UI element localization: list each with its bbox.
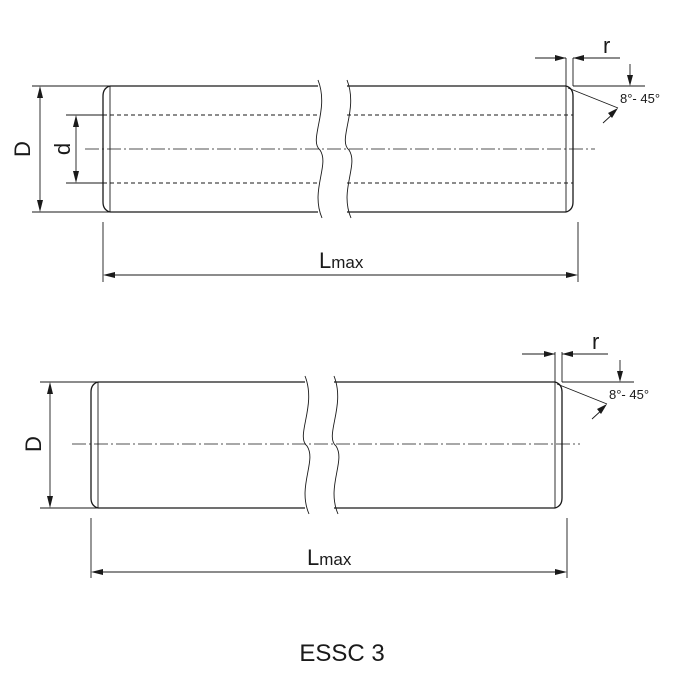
inner-diameter-label: d [50, 143, 75, 155]
inner-diameter-dimension: d [50, 114, 103, 184]
radius-dimension: r [535, 33, 620, 86]
solid-angle-label: 8°- 45° [609, 387, 649, 402]
solid-length-dimension: Lmax [90, 518, 568, 578]
solid-pin-drawing: D Lmax r 8°- 45° [21, 329, 649, 578]
angle-label: 8°- 45° [620, 91, 660, 106]
solid-radius-dimension: r [522, 329, 608, 382]
length-label: Lmax [319, 248, 364, 273]
hollow-pin-drawing: D d Lmax r [10, 33, 660, 282]
figure-caption: ESSC 3 [299, 640, 384, 667]
solid-outer-diameter-dimension: D [21, 381, 98, 509]
solid-pin-body [90, 381, 563, 509]
solid-pin-break-lines [302, 375, 340, 515]
length-dimension: Lmax [102, 222, 579, 282]
solid-length-label-subscript: max [319, 550, 352, 569]
outer-diameter-dimension: D [10, 85, 110, 213]
solid-length-label: Lmax [307, 545, 352, 570]
solid-outer-diameter-label: D [21, 436, 46, 452]
solid-angle-dimension: 8°- 45° [556, 360, 649, 420]
outer-diameter-label: D [10, 141, 35, 157]
angle-dimension: 8°- 45° [567, 64, 660, 124]
length-label-subscript: max [331, 253, 364, 272]
hollow-pin-break-lines [315, 79, 353, 219]
bore-hidden-lines [103, 114, 573, 184]
radius-label: r [603, 33, 610, 58]
solid-radius-label: r [592, 329, 599, 354]
